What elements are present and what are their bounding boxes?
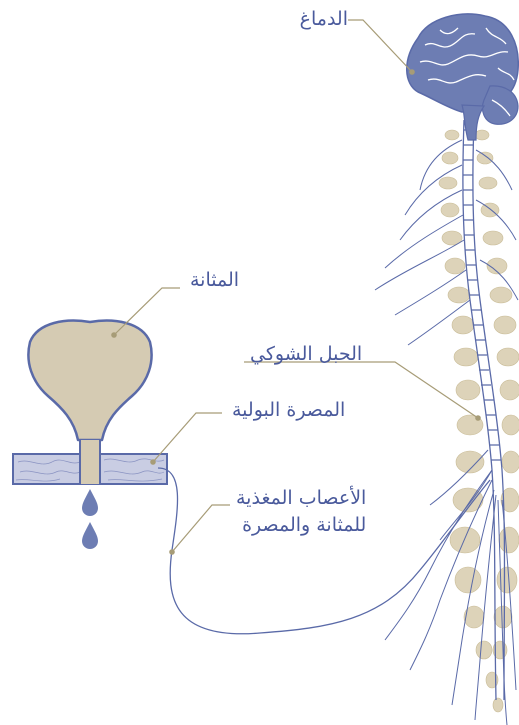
brain-label: الدماغ	[300, 6, 348, 33]
brain	[407, 14, 519, 140]
urethral-sphincter-label: المصرة البولية	[232, 397, 345, 424]
nerves-label: الأعصاب المغذية للمثانة والمصرة	[236, 485, 366, 539]
bladder-label: المثانة	[190, 267, 239, 294]
nerves-label-line-2: للمثانة والمصرة	[236, 512, 366, 539]
peripheral-nerves	[375, 140, 518, 725]
vertebral-column	[439, 130, 519, 712]
bladder	[28, 321, 151, 440]
urine-drops	[82, 489, 98, 549]
spinal-cord-label: الحبل الشوكي	[250, 341, 362, 368]
urethral-sphincter	[13, 440, 167, 484]
nerves-label-line-1: الأعصاب المغذية	[236, 485, 366, 512]
